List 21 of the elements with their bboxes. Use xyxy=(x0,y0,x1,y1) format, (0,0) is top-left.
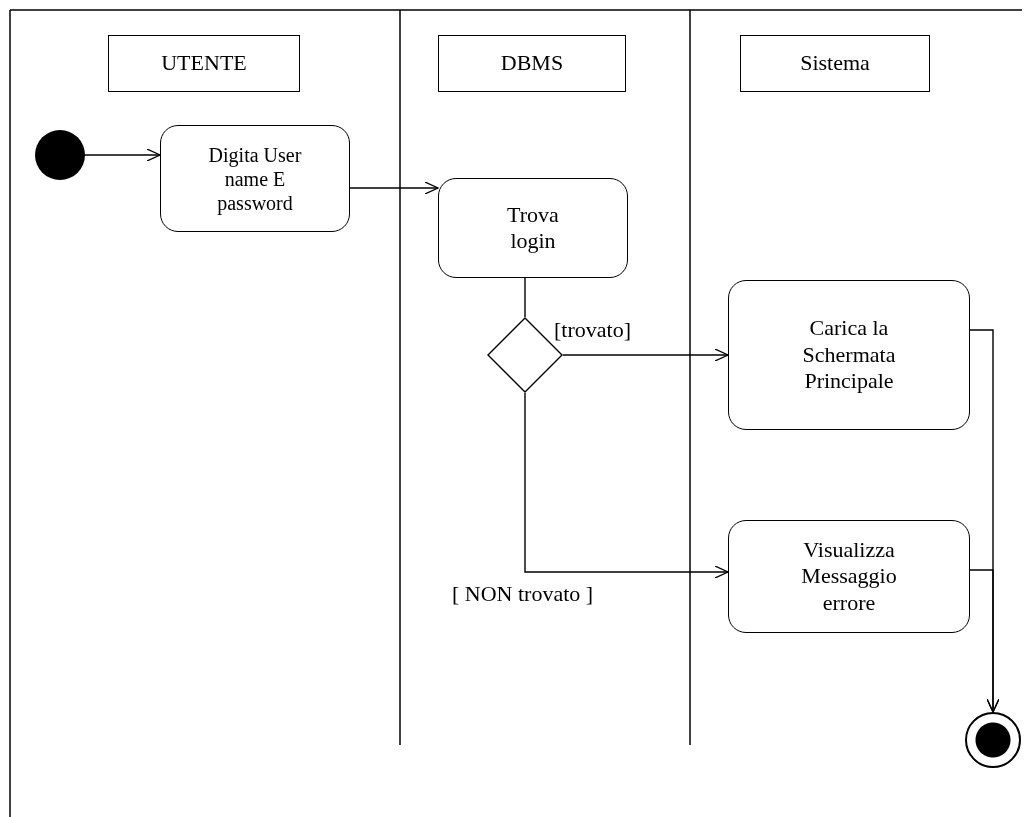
node-label: UTENTE xyxy=(161,50,247,77)
arrow xyxy=(562,348,729,362)
action-box xyxy=(728,280,970,430)
arrow xyxy=(349,181,439,195)
arrow xyxy=(84,148,161,162)
end-node xyxy=(965,712,1021,768)
node-label: DBMS xyxy=(500,50,564,77)
node-label: Digita User name E password xyxy=(207,142,303,215)
node-label: Sistema xyxy=(800,50,870,77)
start-node xyxy=(35,130,85,180)
action-box xyxy=(728,520,970,633)
swimlane-header xyxy=(740,35,930,92)
swimlane-header xyxy=(438,35,626,92)
node-label: Trova login xyxy=(506,201,560,255)
node-label: Carica la Schermata Principale xyxy=(801,315,897,395)
node-label: Visualizza Messaggio errore xyxy=(800,536,898,617)
arrow xyxy=(969,569,1000,713)
action-box xyxy=(438,178,628,278)
arrow xyxy=(524,392,729,579)
action-box xyxy=(160,125,350,232)
swimlane-header xyxy=(108,35,300,92)
